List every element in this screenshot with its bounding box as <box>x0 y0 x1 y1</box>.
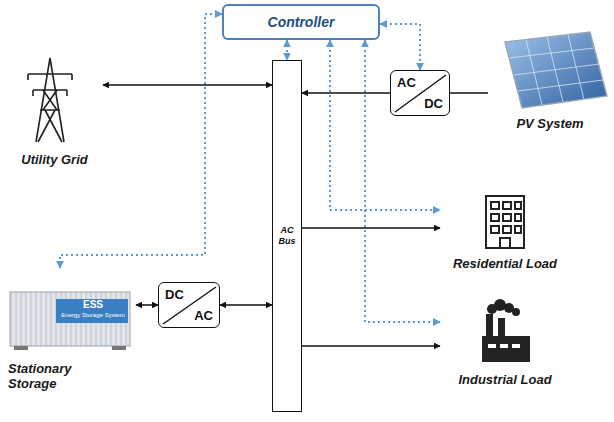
power-line <box>450 92 488 94</box>
node-label: PV System <box>488 117 612 132</box>
power-line <box>136 304 158 306</box>
node-label: DC <box>165 287 184 302</box>
controller-box: Controller <box>222 4 380 40</box>
node-label: Controller <box>268 14 335 30</box>
control-signal-line <box>380 24 420 70</box>
node-label: Residential Load <box>440 257 570 272</box>
icon-node: ESS Energy Storage SystemStationary Stora… <box>4 268 136 392</box>
converter-box: AC DC <box>390 70 450 116</box>
node-label: Utility Grid <box>6 153 103 168</box>
transmission-tower <box>28 58 72 142</box>
converter-box: DC AC <box>158 282 220 328</box>
power-line <box>302 345 440 347</box>
control-signal-line <box>60 14 222 268</box>
bus-bar: AC Bus <box>272 60 302 412</box>
power-line <box>220 304 272 306</box>
node-label: DC <box>424 96 443 111</box>
building-icon <box>486 196 524 248</box>
node-label: AC <box>397 75 416 90</box>
icon-node: Residential Load <box>440 190 570 272</box>
icon-node: Utility Grid <box>6 50 103 168</box>
node-label: ESS <box>57 299 129 310</box>
node-label: Energy Storage System <box>57 312 129 318</box>
control-signal-line <box>330 40 440 210</box>
node-label: AC Bus <box>274 225 300 247</box>
control-signal-line <box>286 40 288 60</box>
power-line <box>302 227 440 229</box>
storage-container <box>10 292 130 350</box>
power-line <box>103 84 272 86</box>
icon-node: Industrial Load <box>440 298 570 388</box>
node-label: Stationary Storage <box>8 362 92 392</box>
node-label: Industrial Load <box>440 373 570 388</box>
factory-icon <box>482 299 530 362</box>
power-line <box>302 92 390 94</box>
node-label: AC <box>194 308 213 323</box>
solar-panel <box>505 32 607 108</box>
icon-node: PV System <box>488 26 612 132</box>
